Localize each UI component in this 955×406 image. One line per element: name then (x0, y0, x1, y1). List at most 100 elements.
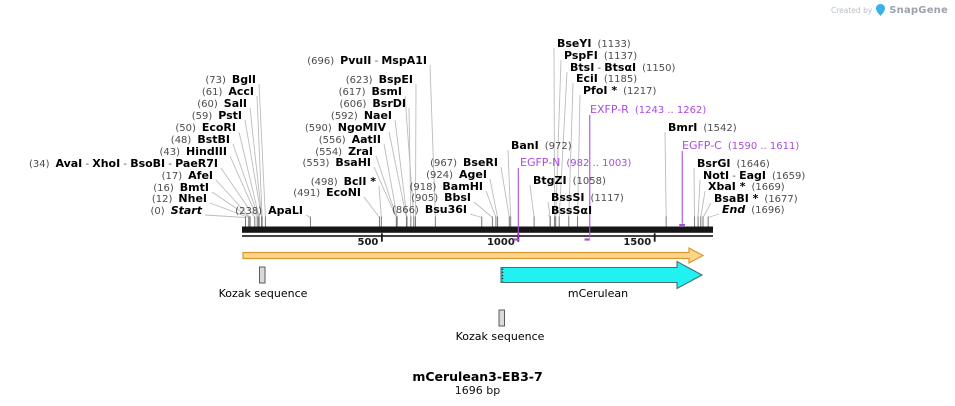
site-label-BssSαI[interactable]: BssSαI (551, 204, 592, 217)
site-label-NaeI[interactable]: (592)NaeI (331, 109, 392, 122)
site-label-ZraI[interactable]: (554)ZraI (315, 145, 373, 158)
leader-line (415, 83, 417, 218)
leader-line (558, 71, 568, 218)
leader-line (388, 131, 407, 218)
site-label-BssSI[interactable]: BssSI(1117) (551, 191, 624, 204)
leader-line (375, 155, 398, 218)
site-label-BsaBI[interactable]: BsaBI *(1677) (714, 192, 798, 205)
site-label-PspFI[interactable]: PspFI(1137) (564, 49, 637, 62)
site-label-PfoI[interactable]: PfoI *(1217) (583, 84, 656, 97)
site-label-BseYI[interactable]: BseYI(1133) (557, 37, 631, 50)
leader-line (232, 143, 260, 218)
leader-line (220, 167, 256, 218)
site-label-PstI[interactable]: (59)PstI (192, 109, 242, 122)
leader-line (700, 190, 706, 218)
leader-line (555, 59, 562, 218)
site-label-NotI[interactable]: NotI - EagI(1659) (703, 169, 805, 182)
snapgene-logo-icon (876, 4, 886, 16)
ruler-label: 1000 (487, 237, 515, 248)
leader-line (693, 167, 695, 218)
site-label-EcoNI[interactable]: (491)EcoNI (293, 186, 361, 199)
leader-line (215, 179, 251, 218)
leader-line (256, 95, 263, 218)
site-label-AvaI[interactable]: (34)AvaI - XhoI - BsoBI - PaeR7I (29, 157, 218, 170)
leader-line (577, 94, 581, 218)
site-label-EXFP-R[interactable]: EXFP-R(1243 .. 1262) (590, 103, 706, 116)
leader-line (209, 202, 249, 218)
site-label-BamHI[interactable]: (918)BamHI (410, 180, 483, 193)
site-label-BglI[interactable]: (73)BglI (205, 73, 256, 86)
site-label-Start[interactable]: (0)Start (151, 204, 203, 217)
leader-line (373, 166, 397, 218)
leader-line (697, 179, 701, 218)
leader-line (211, 191, 251, 218)
leader-line (553, 47, 556, 218)
kozak1-box[interactable] (259, 266, 266, 284)
leader-line (708, 213, 720, 218)
plasmid-title: mCerulean3-EB3-7 (412, 369, 543, 384)
site-label-AfeI[interactable]: (17)AfeI (162, 169, 213, 182)
leader-line (507, 149, 512, 218)
site-label-Bsu36I[interactable]: (866)Bsu36I (392, 203, 467, 216)
site-label-NheI[interactable]: (12)NheI (152, 192, 207, 205)
site-label-PvuII[interactable]: (696)PvuII - MspA1I (307, 54, 427, 67)
sequence-bar (242, 226, 713, 233)
site-label-AatII[interactable]: (556)AatII (319, 133, 381, 146)
leader-line (238, 131, 260, 218)
site-label-BspEI[interactable]: (623)BspEI (346, 73, 413, 86)
leader-line (305, 214, 311, 218)
leader-line (500, 166, 510, 218)
site-label-BmtI[interactable]: (16)BmtI (153, 181, 209, 194)
site-label-AgeI[interactable]: (924)AgeI (426, 168, 487, 181)
site-label-EciI[interactable]: EciI(1185) (576, 72, 637, 85)
kozak2-box[interactable] (498, 309, 505, 327)
backbone-arrow[interactable] (242, 246, 705, 265)
site-label-BstBI[interactable]: (48)BstBI (171, 133, 230, 146)
leader-line (229, 155, 258, 218)
leader-line (378, 185, 382, 218)
site-label-BsmI[interactable]: (617)BsmI (339, 85, 402, 98)
ruler-label: 1500 (623, 237, 651, 248)
kozak1-label: Kozak sequence (219, 287, 308, 300)
site-label-End[interactable]: End(1696) (722, 203, 785, 216)
mcerulean-arrow[interactable] (500, 260, 704, 290)
site-label-EGFP-N[interactable]: EGFP-N(982 .. 1003) (520, 156, 632, 169)
site-label-EcoRI[interactable]: (50)EcoRI (175, 121, 236, 134)
site-label-AccI[interactable]: (61)AccI (202, 85, 254, 98)
leader-line (485, 190, 497, 218)
site-label-BtgZI[interactable]: BtgZI(1058) (533, 174, 606, 187)
site-label-BmrI[interactable]: BmrI(1542) (668, 121, 737, 134)
site-label-SalI[interactable]: (60)SalI (197, 97, 247, 110)
leader-line (394, 119, 408, 218)
site-label-BtsI[interactable]: BtsI - BtsαI(1150) (570, 61, 675, 74)
watermark-created-by: Created by (831, 5, 873, 15)
site-label-BsrGI[interactable]: BsrGI(1646) (697, 157, 770, 170)
site-label-BsaHI[interactable]: (553)BsaHI (302, 156, 371, 169)
site-label-NgoMIV[interactable]: (590)NgoMIV (305, 121, 387, 134)
leader-line (664, 131, 667, 218)
site-label-BclI[interactable]: (498)BclI * (311, 175, 376, 188)
leader-line (489, 178, 499, 218)
leader-line (473, 201, 493, 218)
site-label-BbsI[interactable]: (905)BbsI (411, 191, 471, 204)
site-label-BseRI[interactable]: (967)BseRI (430, 156, 498, 169)
leader-line (363, 196, 380, 218)
site-label-ApaLI[interactable]: (238)ApaLI (235, 204, 303, 217)
plasmid-length: 1696 bp (454, 384, 501, 397)
ruler-label: 500 (358, 237, 379, 248)
kozak2-label: Kozak sequence (456, 330, 545, 343)
site-label-EGFP-C[interactable]: EGFP-C(1590 .. 1611) (682, 139, 799, 152)
leader-line (568, 82, 574, 218)
site-label-XbaI[interactable]: XbaI *(1669) (708, 180, 785, 193)
leader-line (429, 64, 436, 218)
site-label-BsrDI[interactable]: (606)BsrDI (340, 97, 406, 110)
site-label-HindIII[interactable]: (43)HindIII (160, 145, 228, 158)
leader-line (383, 143, 398, 218)
leader-line (249, 107, 263, 218)
watermark: Created by SnapGene (831, 4, 948, 16)
leader-line (469, 213, 482, 218)
leader-line (529, 184, 535, 218)
site-label-BanI[interactable]: BanI(972) (511, 139, 572, 152)
